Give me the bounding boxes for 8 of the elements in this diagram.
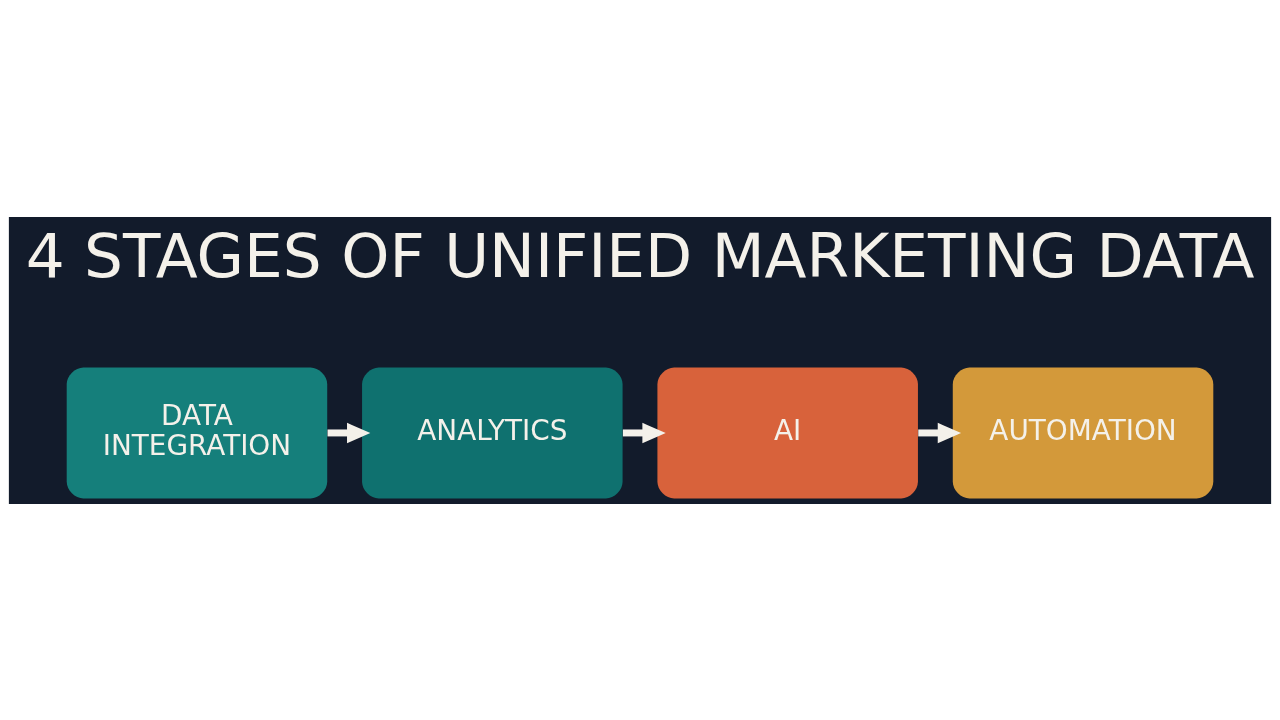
node-box: AI	[657, 366, 918, 498]
node-box: DATA INTEGRATION	[66, 366, 328, 498]
arrow	[327, 422, 371, 443]
node-box: ANALYTICS	[362, 366, 623, 498]
arrow	[918, 422, 962, 443]
node-box: AUTOMATION	[952, 366, 1214, 498]
diagram-title: 4 STAGES OF UNIFIED MARKETING DATA	[25, 219, 1255, 291]
arrow	[622, 422, 666, 443]
